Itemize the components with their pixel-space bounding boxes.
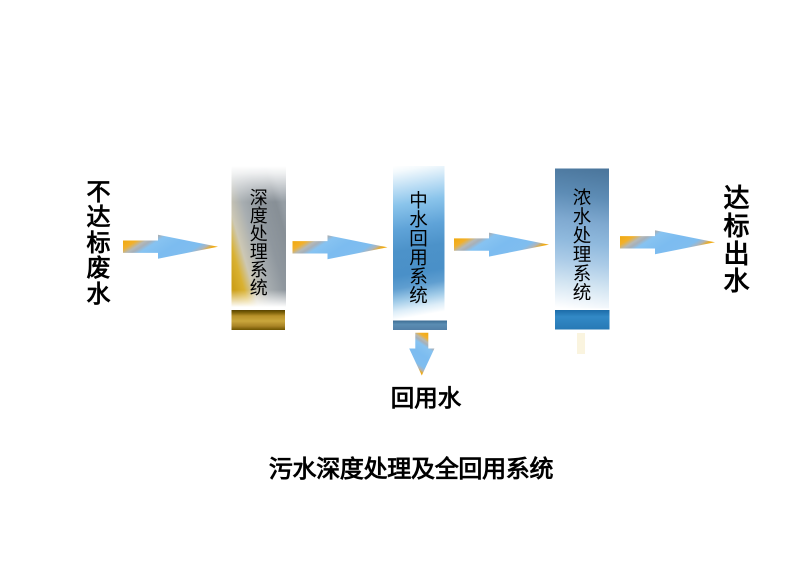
stage2-base-bar (393, 320, 447, 330)
stage3-label: 浓 水 处 理 系 统 (572, 186, 592, 303)
stage2-box (393, 166, 445, 320)
arrow-stage2-to-stage3 (454, 232, 549, 257)
reuse-water-label: 回用水 (390, 385, 462, 411)
arrow-stage2-to-reuse (409, 332, 435, 376)
stage3-drip-mark (577, 333, 585, 354)
stage3-base-bar (555, 310, 610, 330)
effluent-label: 达 标 出 水 (723, 183, 750, 297)
stage1-label: 深 度 处 理 系 统 (249, 188, 268, 298)
stage1-base-bar (231, 310, 285, 330)
stage3-box (555, 168, 609, 309)
arrow-stage3-to-effluent (620, 230, 715, 255)
influent-label: 不 达 标 废 水 (86, 179, 111, 308)
arrow-influent-to-stage1 (123, 234, 218, 259)
stage2-label: 中 水 回 用 系 统 (409, 189, 428, 306)
stage1-box-fade (231, 166, 286, 310)
diagram-title: 污水深度处理及全回用系统 (268, 456, 554, 483)
arrow-stage1-to-stage2 (292, 235, 388, 260)
